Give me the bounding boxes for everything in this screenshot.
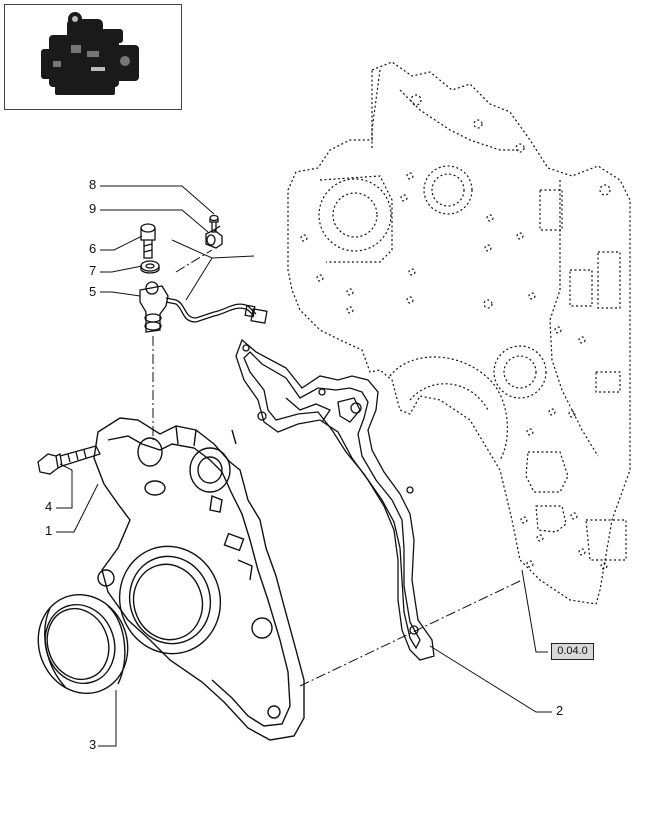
alignment-lines [152,249,523,687]
cap-screw [140,223,156,259]
callout-2[interactable]: 2 [556,703,564,718]
callout-1[interactable]: 1 [45,523,53,538]
front-cover-housing [93,417,305,741]
crankshaft-seal [37,593,129,695]
reference-link-box[interactable]: 0.04.0 [551,643,594,660]
callout-8[interactable]: 8 [89,177,97,192]
flange-bolt [37,445,101,475]
cable-clamp [205,225,223,249]
callout-7[interactable]: 7 [89,263,97,278]
callout-5[interactable]: 5 [89,284,97,299]
washer [140,260,160,274]
callout-6[interactable]: 6 [89,241,97,256]
small-bolt [209,214,219,233]
leader-lines [56,185,552,747]
callout-3[interactable]: 3 [89,737,97,752]
gasket-outline [235,338,435,661]
callout-4[interactable]: 4 [45,499,53,514]
speed-sensor [139,281,268,333]
callout-9[interactable]: 9 [89,201,97,216]
wiring-guide [171,239,255,301]
engine-block-outline [287,61,631,605]
engine-thumbnail-icon [41,12,139,95]
engine-thumbnail[interactable] [4,4,182,110]
